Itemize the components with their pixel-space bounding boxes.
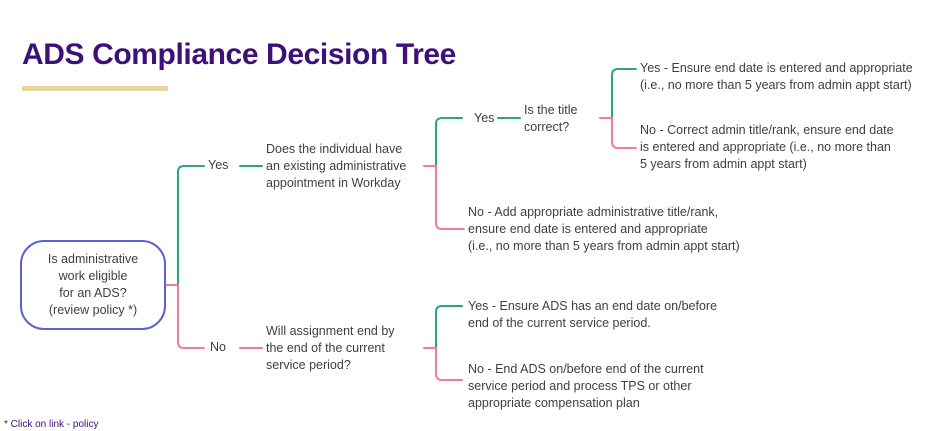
question-assignment-end: Will assignment end by the end of the cu… (266, 324, 395, 372)
root-decision-node: Is administrative work eligible for an A… (20, 240, 166, 330)
branch-label-level2-yes: Yes (474, 111, 495, 125)
root-node-label: Is administrative work eligible for an A… (47, 252, 139, 317)
footnote-policy-link[interactable]: * Click on link - policy (4, 419, 99, 430)
title-underline-rule (22, 86, 168, 91)
page-title: ADS Compliance Decision Tree (22, 38, 456, 71)
question-existing-appointment: Does the individual have an existing adm… (266, 142, 407, 190)
outcome-title-correct-yes: Yes - Ensure end date is entered and app… (640, 61, 913, 92)
outcome-assignment-end-yes: Yes - Ensure ADS has an end date on/befo… (468, 299, 718, 330)
branch-label-level1-yes: Yes (208, 158, 229, 172)
branch-label-level1-no: No (210, 340, 226, 354)
outcome-no-existing-appointment: No - Add appropriate administrative titl… (468, 205, 740, 253)
outcome-assignment-end-no: No - End ADS on/before end of the curren… (468, 362, 704, 410)
outcome-title-correct-no: No - Correct admin title/rank, ensure en… (640, 123, 894, 171)
question-title-correct: Is the title correct? (524, 103, 578, 134)
